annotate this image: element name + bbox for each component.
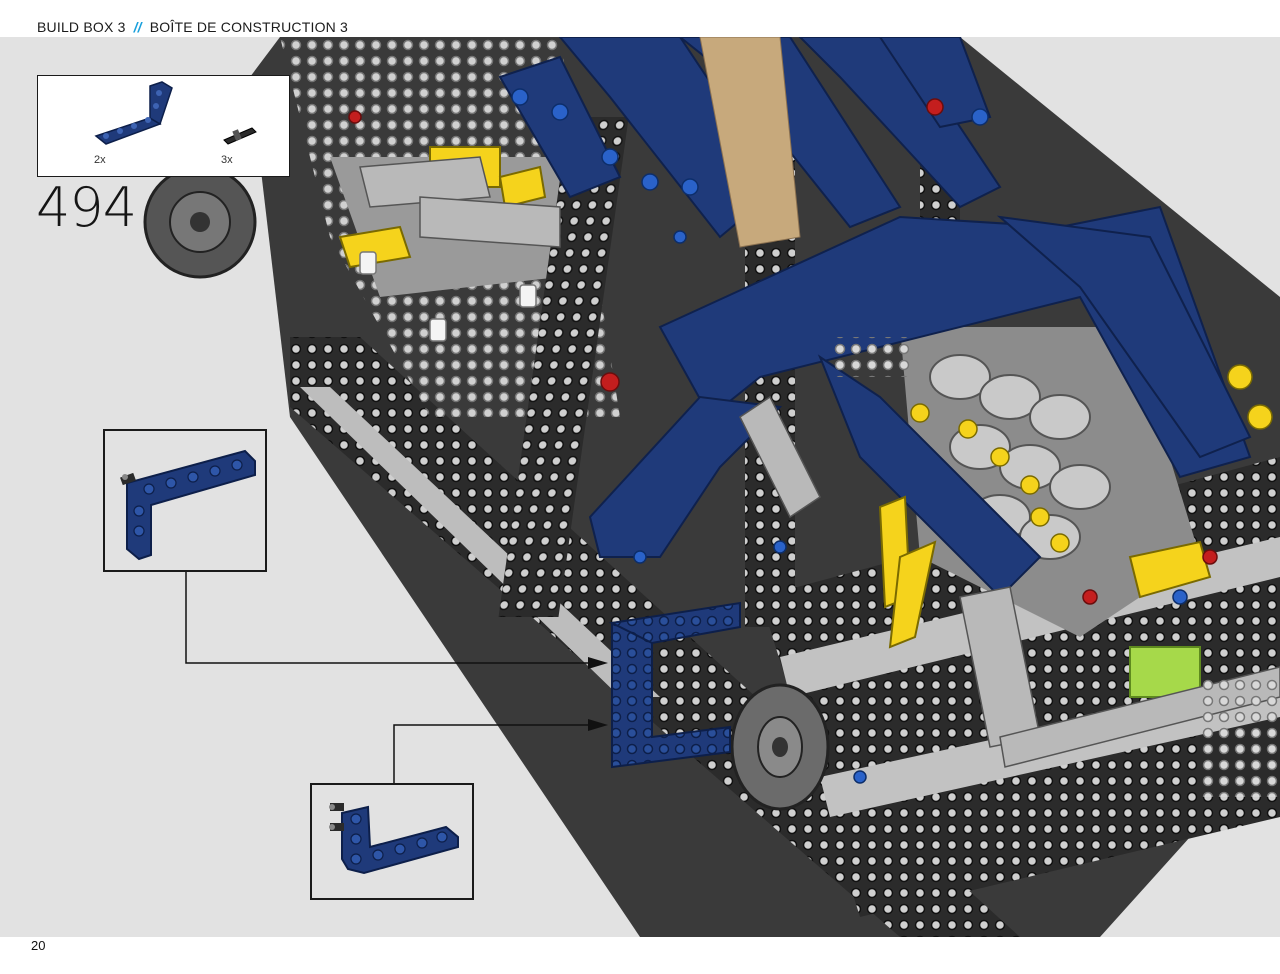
black-axle-pin-icon <box>223 127 257 145</box>
beam-quantity: 2x <box>94 154 106 166</box>
grey-liftarms <box>359 156 1280 768</box>
blue-l-beam-icon <box>94 81 173 145</box>
pin-quantity: 3x <box>221 154 233 166</box>
grey-beam-pattern <box>830 337 1280 797</box>
front-disk-hub <box>730 683 830 811</box>
blue-beam-5 <box>878 37 992 129</box>
yellow-beam <box>1128 540 1212 599</box>
connector-pins <box>348 88 1218 784</box>
blue-l-beam-with-pin-icon <box>120 449 256 561</box>
blue-beam-3 <box>798 37 1002 209</box>
side-frame-light-beam <box>300 387 660 697</box>
blue-arm <box>817 354 1042 599</box>
header-separator: // <box>133 19 142 35</box>
blue-fin <box>996 215 1252 459</box>
upright-beam-1 <box>498 117 629 617</box>
parts-list-art <box>94 81 257 145</box>
parts-list-box: 2x 3x <box>37 75 290 177</box>
lime-block <box>1129 646 1201 698</box>
rear-gear-assembly <box>143 165 257 279</box>
callout-connector-lines <box>185 571 590 783</box>
blue-body-panels <box>498 37 1252 599</box>
step-number: 494 <box>36 176 137 239</box>
subassembly-callout-2 <box>310 783 474 900</box>
callout-arrowheads <box>588 657 608 731</box>
build-box-label-fr: BOÎTE DE CONSTRUCTION 3 <box>149 19 349 35</box>
blue-l-beam-with-pins-icon <box>329 803 459 875</box>
tan-panel <box>699 37 801 248</box>
blue-beam-4 <box>498 55 622 199</box>
subassembly-callout-1 <box>103 429 267 572</box>
page-header: BUILD BOX 3 // BOÎTE DE CONSTRUCTION 3 <box>37 17 348 37</box>
instruction-canvas <box>0 37 1280 937</box>
blue-brace <box>588 395 783 558</box>
page-number: 20 <box>31 938 46 953</box>
engine-pistons <box>910 364 1273 553</box>
lego-model-illustration <box>143 37 1280 937</box>
build-box-label: BUILD BOX 3 <box>37 19 126 35</box>
new-blue-l-beams <box>608 601 741 769</box>
